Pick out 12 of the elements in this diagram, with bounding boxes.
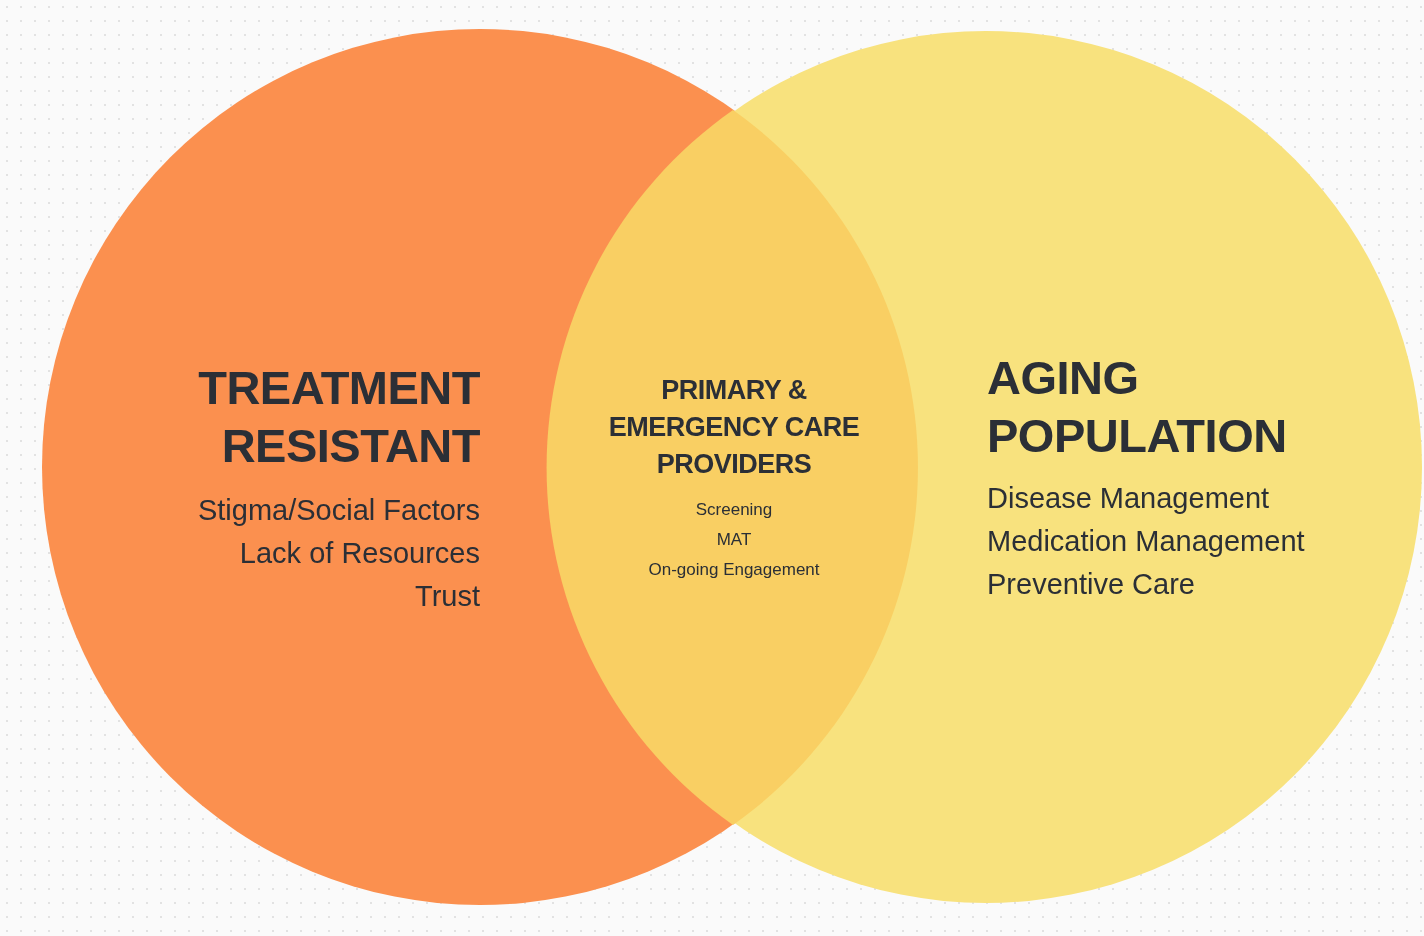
- list-item: Preventive Care: [987, 567, 1195, 602]
- list-item: Stigma/Social Factors: [197, 493, 480, 528]
- list-item: Trust: [415, 579, 480, 614]
- list-item: Lack of Resources: [239, 536, 480, 571]
- circle-heading: AGING POPULATION: [987, 350, 1288, 464]
- list-item: Disease Management: [987, 481, 1270, 516]
- list-item: MAT: [716, 529, 752, 551]
- circle-heading: TREATMENT RESISTANT: [197, 360, 480, 474]
- circle-heading: PRIMARY & EMERGENCY CARE PROVIDERS: [607, 374, 861, 481]
- list-item: Medication Management: [987, 524, 1305, 559]
- list-item: Screening: [695, 499, 773, 521]
- list-item: On-going Engagement: [648, 559, 820, 581]
